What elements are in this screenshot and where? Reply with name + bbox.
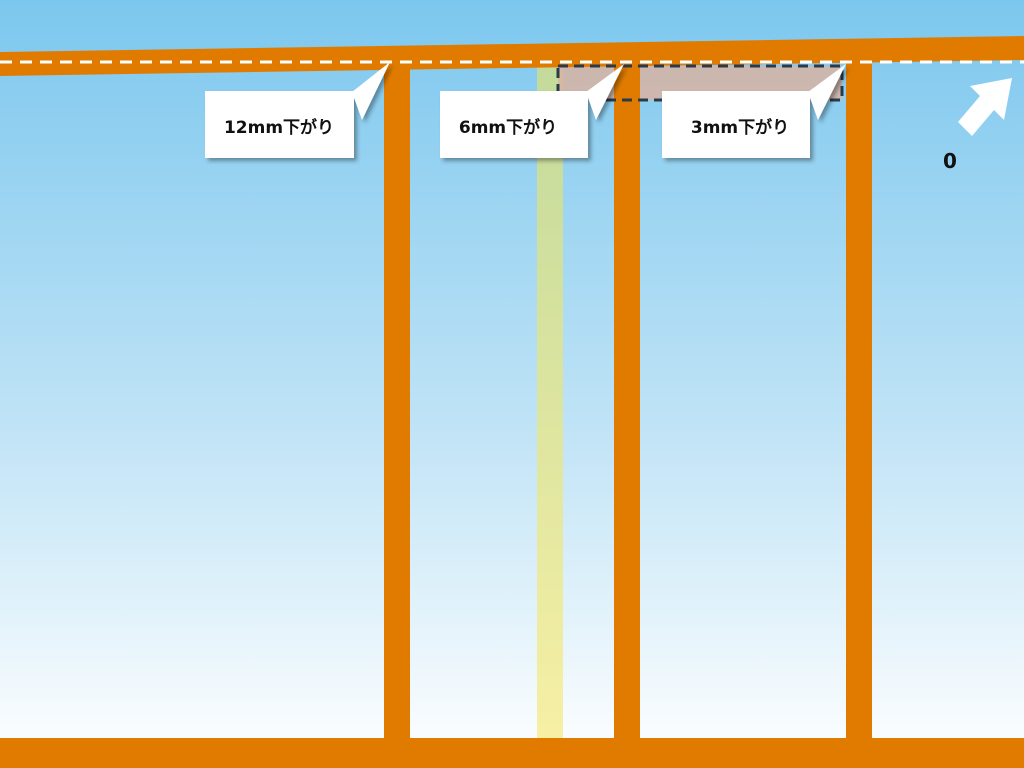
callout-3mm (662, 64, 846, 158)
top-beam (0, 36, 1024, 76)
callout-12mm-label: 12mm下がり (224, 117, 334, 138)
callout-12mm (205, 62, 390, 158)
zero-arrow-icon (958, 78, 1012, 136)
callout-6mm-label: 6mm下がり (459, 117, 557, 138)
callout-3mm-label: 3mm下がり (691, 117, 789, 138)
highlight-post (537, 66, 563, 738)
zero-label: 0 (943, 149, 957, 173)
post-1 (384, 62, 410, 740)
post-2 (614, 58, 640, 740)
post-3 (846, 56, 872, 740)
callout-6mm (440, 64, 624, 158)
bottom-beam (0, 738, 1024, 768)
